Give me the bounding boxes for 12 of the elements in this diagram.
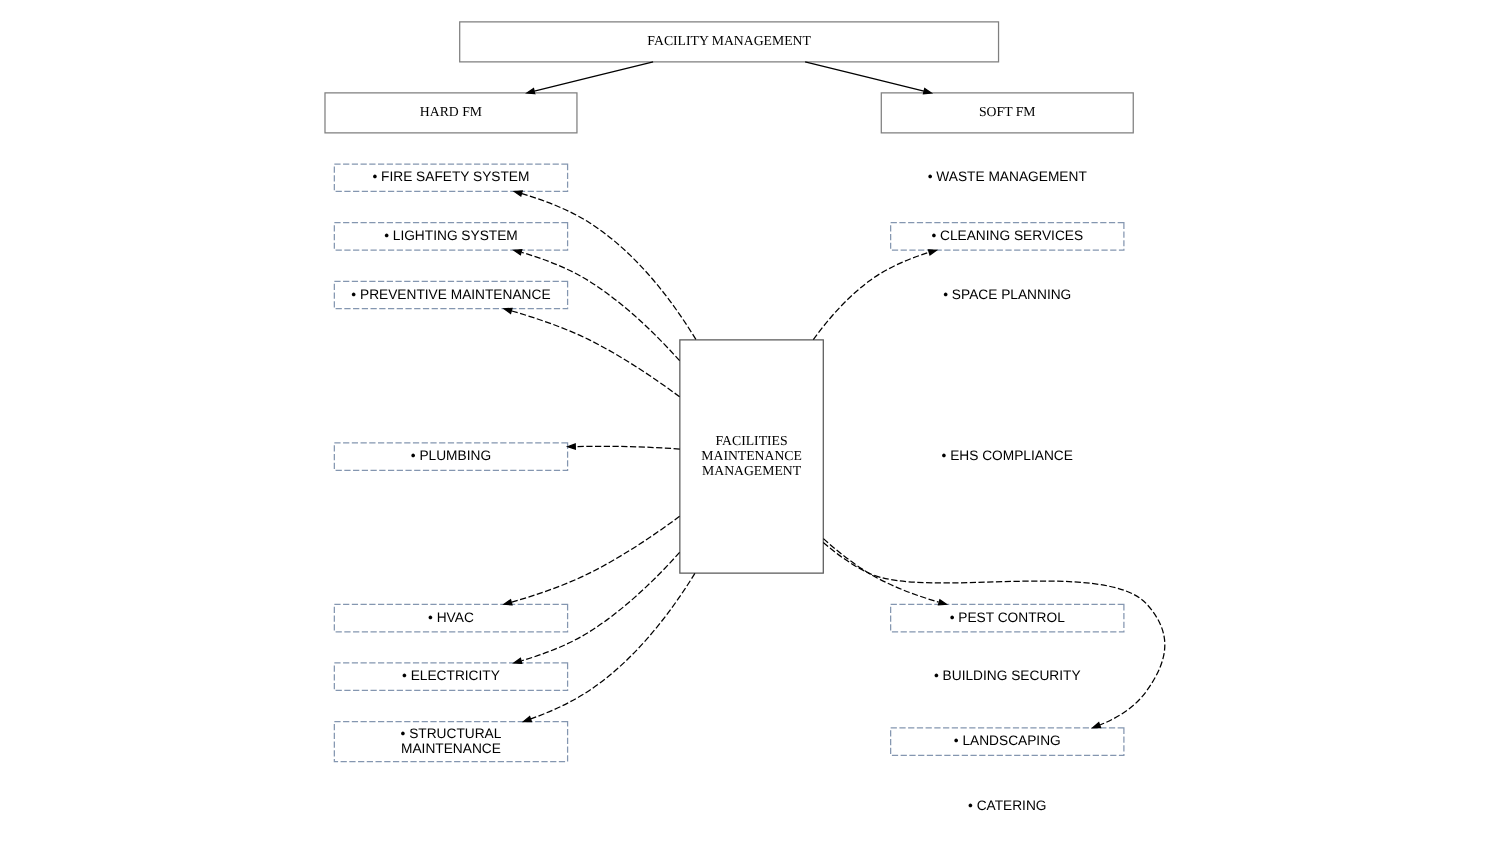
arrow [525,61,654,95]
arrow [822,538,949,606]
arrow [502,515,681,606]
arrow [512,249,681,362]
arrow [512,551,681,665]
arrow [812,249,939,341]
arrow [804,61,934,95]
arrow [521,572,696,723]
arrow [822,541,1166,729]
arrow [565,443,681,451]
arrow [502,307,681,398]
arrow [512,190,697,341]
